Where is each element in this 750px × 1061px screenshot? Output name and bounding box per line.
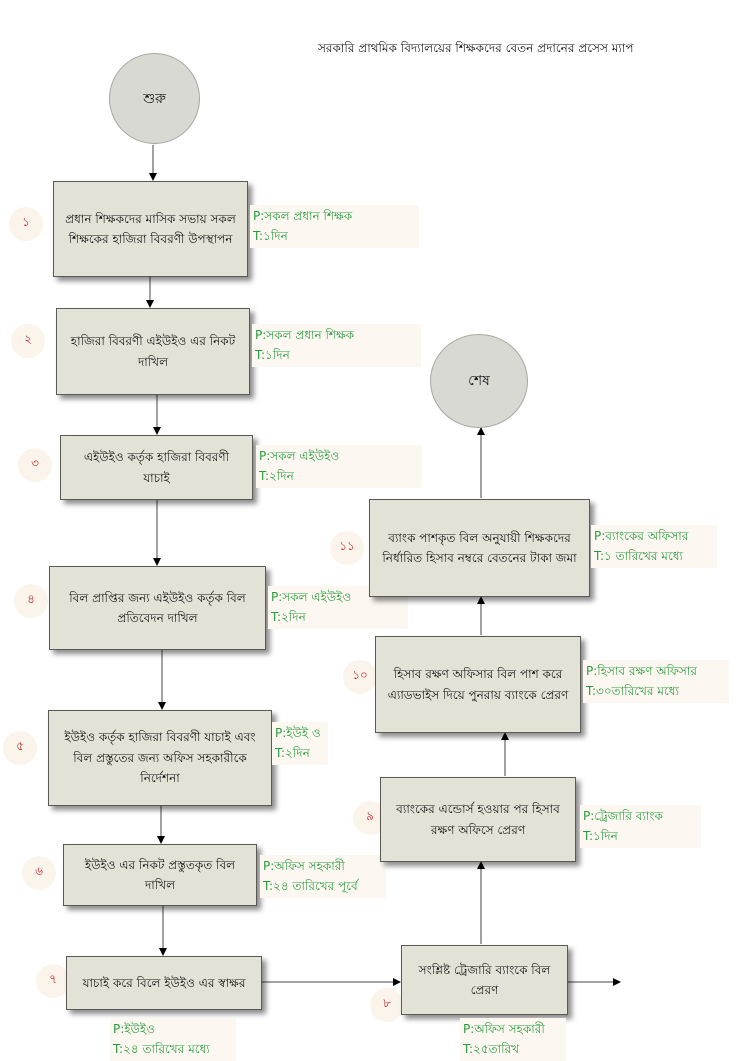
step-time: T:৩০তারিখের মধ্যে bbox=[586, 684, 679, 699]
step-number: ১০ bbox=[343, 660, 377, 694]
step-responsibility: P:ব্যাংকের অফিসার T:১ তারিখের মধ্যে bbox=[591, 525, 717, 568]
step-responsibility: P:ইউইও T:২৪ তারিখের মধ্যে bbox=[110, 1018, 236, 1061]
step-time: T:২দিন bbox=[271, 610, 306, 625]
step-number: ৮ bbox=[370, 988, 404, 1022]
process-step-box: ব্যাংক পাশকৃত বিল অনুযায়ী শিক্ষকদের নির… bbox=[369, 499, 590, 597]
process-step-box: হাজিরা বিবরণী এইউইও এর নিকট দাখিল bbox=[56, 308, 250, 395]
step-number: ৫ bbox=[3, 731, 37, 765]
page-title: সরকারি প্রাথমিক বিদ্যালয়ের শিক্ষকদের বে… bbox=[318, 41, 634, 55]
start-node: শুরু bbox=[109, 53, 200, 144]
step-time: T:২৫তারিখ bbox=[463, 1042, 520, 1057]
step-responsibility: P:ইউই ও T:২দিন bbox=[272, 722, 328, 765]
process-step-box: হিসাব রক্ষণ অফিসার বিল পাশ করে এ্যাডভাইস… bbox=[375, 636, 581, 733]
step-person: P:ট্রেজারি ব্যাংক bbox=[583, 809, 663, 823]
step-number: ১ bbox=[9, 207, 43, 241]
process-step-box: ইউইও কর্তৃক হাজিরা বিবরণী যাচাই এবং বিল … bbox=[48, 710, 272, 806]
end-node: শেষ bbox=[430, 334, 528, 428]
step-time: T:২৪ তারিখের পূর্বে bbox=[263, 879, 358, 894]
step-person: P:সকল প্রধান শিক্ষক bbox=[255, 328, 355, 342]
step-time: T:২দিন bbox=[275, 746, 310, 761]
start-label: শুরু bbox=[143, 90, 166, 107]
step-number: ৪ bbox=[14, 584, 48, 618]
step-responsibility: P:ট্রেজারি ব্যাংক T:১দিন bbox=[580, 805, 701, 848]
process-step-box: এইউইও কর্তৃক হাজিরা বিবরণী যাচাই bbox=[60, 435, 253, 500]
step-time: T:২৪ তারিখের মধ্যে bbox=[113, 1042, 210, 1057]
step-person: P:সকল এইউইও bbox=[271, 590, 352, 604]
step-responsibility: P:অফিস সহকারী T:২৫তারিখ bbox=[460, 1018, 566, 1061]
process-step-box: সংশ্লিষ্ট ট্রেজারি ব্যাংকে বিল প্রেরণ bbox=[401, 945, 568, 1015]
step-number: ২ bbox=[11, 324, 45, 358]
end-label: শেষ bbox=[468, 373, 490, 389]
step-number: ৩ bbox=[18, 448, 52, 482]
process-step-box: যাচাই করে বিলে ইউইও এর স্বাক্ষর bbox=[66, 956, 262, 1010]
process-step-box: ব্যাংকের এন্ডোর্স হওয়ার পর হিসাব রক্ষণ … bbox=[380, 777, 576, 862]
step-person: P:ব্যাংকের অফিসার bbox=[594, 529, 689, 543]
step-time: T:১দিন bbox=[583, 829, 618, 844]
step-responsibility: P:সকল প্রধান শিক্ষক T:১দিন bbox=[250, 205, 419, 248]
step-time: T:২দিন bbox=[259, 469, 294, 484]
step-responsibility: P:সকল প্রধান শিক্ষক T:১দিন bbox=[252, 324, 421, 367]
process-step-box: বিল প্রাপ্তির জন্য এইউইও কর্তৃক বিল প্রত… bbox=[49, 566, 266, 650]
step-person: P:সকল এইউইও bbox=[259, 449, 340, 463]
step-time: T:১দিন bbox=[255, 348, 290, 363]
step-person: P:ইউইও bbox=[113, 1022, 155, 1036]
process-step-box: প্রধান শিক্ষকদের মাসিক সভায় সকল শিক্ষকে… bbox=[53, 181, 248, 277]
step-number: ৬ bbox=[22, 856, 56, 890]
step-responsibility: P:অফিস সহকারী T:২৪ তারিখের পূর্বে bbox=[260, 855, 386, 898]
process-step-box: ইউইও এর নিকট প্রস্তুতকৃত বিল দাখিল bbox=[63, 844, 257, 906]
step-time: T:১ তারিখের মধ্যে bbox=[594, 549, 683, 564]
step-person: P:সকল প্রধান শিক্ষক bbox=[253, 209, 353, 223]
step-person: P:হিসাব রক্ষণ অফিসার bbox=[586, 664, 697, 678]
step-responsibility: P:সকল এইউইও T:২দিন bbox=[268, 586, 408, 629]
step-time: T:১দিন bbox=[253, 229, 288, 244]
step-person: P:অফিস সহকারী bbox=[463, 1022, 545, 1036]
step-responsibility: P:সকল এইউইও T:২দিন bbox=[256, 445, 422, 488]
step-number: ৭ bbox=[36, 964, 70, 998]
step-person: P:ইউই ও bbox=[275, 726, 321, 740]
step-person: P:অফিস সহকারী bbox=[263, 859, 345, 873]
step-responsibility: P:হিসাব রক্ষণ অফিসার T:৩০তারিখের মধ্যে bbox=[583, 660, 729, 703]
step-number: ১১ bbox=[330, 531, 364, 565]
